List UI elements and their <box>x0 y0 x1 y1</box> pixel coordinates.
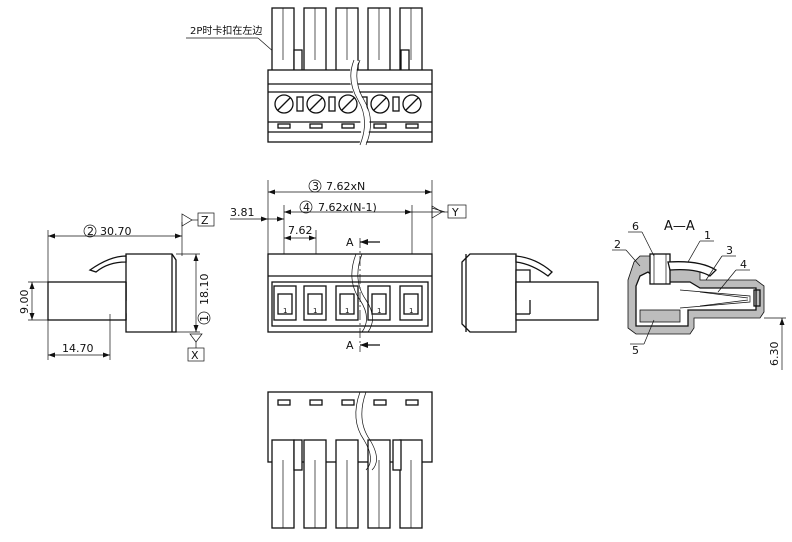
dim-depth: 14.70 <box>62 342 94 355</box>
callout-6: 6 <box>632 220 639 233</box>
top-latches <box>271 7 423 74</box>
datum-z: Z <box>201 214 209 227</box>
screw-icon <box>338 94 358 114</box>
circled-1: 1 <box>198 315 211 322</box>
top-view: 2P时卡扣在左边 <box>186 7 433 147</box>
datum-x: X <box>191 349 199 362</box>
dim-pitch-n-minus-1: 7.62x(N-1) <box>318 201 377 214</box>
right-side-view <box>461 253 599 333</box>
section-callouts: 1 2 3 4 5 6 <box>612 220 750 357</box>
circled-2: 2 <box>87 225 94 238</box>
callout-5: 5 <box>632 344 639 357</box>
section-title: A—A <box>664 219 695 234</box>
screw-icon <box>274 94 294 114</box>
dim-pitch-n: 7.62xN <box>326 180 365 193</box>
callout-2: 2 <box>614 238 621 251</box>
datum-y: Y <box>451 206 459 219</box>
svg-text:1: 1 <box>345 307 349 315</box>
left-side-view: 2 30.70 Z 18.10 1 X 9.00 <box>18 212 215 362</box>
svg-text:1: 1 <box>313 307 317 315</box>
section-a-a: A—A 1 2 3 4 5 6 <box>612 219 786 370</box>
top-view-body <box>267 69 433 143</box>
section-marker-top: A <box>346 236 354 249</box>
svg-text:1: 1 <box>283 307 287 315</box>
section-marker-bottom: A <box>346 339 354 352</box>
callout-3: 3 <box>726 244 733 257</box>
dim-height-section: 6.30 <box>768 342 781 367</box>
svg-text:1: 1 <box>377 307 381 315</box>
front-view-body <box>267 253 433 333</box>
wire-cavities: 1 1 1 1 1 <box>273 285 423 321</box>
screw-icon <box>402 94 422 114</box>
note-2p-clip-left: 2P时卡扣在左边 <box>190 24 262 37</box>
screw-icon <box>370 94 390 114</box>
callout-4: 4 <box>740 258 747 271</box>
dim-height-total: 18.10 <box>198 274 211 306</box>
bottom-latches <box>271 439 423 529</box>
dim-height-body: 9.00 <box>18 290 31 315</box>
screw-icon <box>306 94 326 114</box>
circled-3: 3 <box>312 180 319 193</box>
bottom-view <box>267 391 433 529</box>
dim-width: 30.70 <box>100 225 132 238</box>
front-view: 3 7.62xN 4 7.62x(N-1) Y 3.81 7.62 <box>230 179 467 352</box>
circled-4: 4 <box>303 201 310 214</box>
dim-offset: 3.81 <box>230 206 255 219</box>
svg-text:3: 3 <box>312 180 319 193</box>
callout-1: 1 <box>704 229 711 242</box>
dim-pitch: 7.62 <box>288 224 313 237</box>
pin-label: 1 <box>409 307 413 315</box>
